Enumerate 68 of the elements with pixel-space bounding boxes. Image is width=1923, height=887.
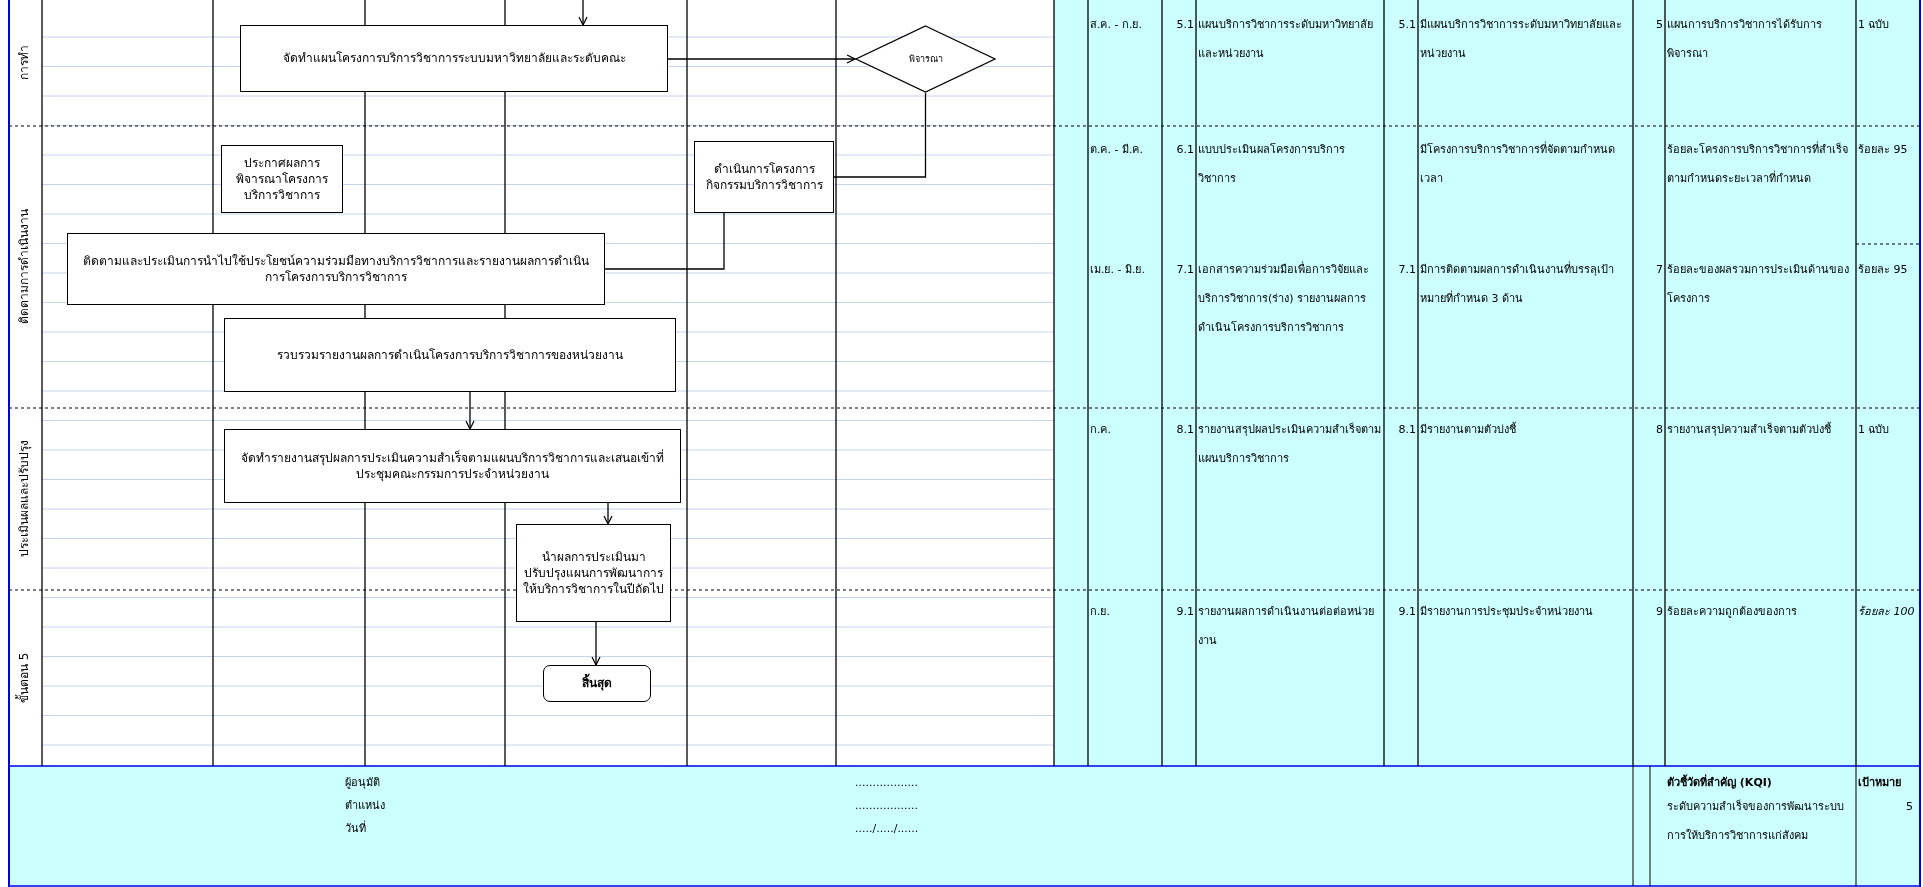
table-cell-text: ต.ค. - มี.ค. bbox=[1090, 142, 1144, 158]
table-cell-text: 5.1 bbox=[1175, 17, 1194, 33]
table-cell-text: 5.1 bbox=[1397, 17, 1416, 33]
table-cell-text: รายงานสรุปความสำเร็จตามตัวบ่งชี้ bbox=[1667, 421, 1832, 438]
process-box: ติดตามและประเมินการนำไปใช้ประโยชน์ความร่วมมือทางบริการวิชาการและรายงานผลการดำเนินการโครงการบริการวิชาการ bbox=[67, 233, 605, 305]
fill-in-line: ...../...../...... bbox=[855, 821, 920, 837]
table-cell-text: ระดับความสำเร็จของการพัฒนาระบบการให้บริการวิชาการแก่สังคม bbox=[1667, 798, 1845, 844]
table-cell-text: 9.1 bbox=[1397, 604, 1416, 620]
table-cell-text: มีการติดตามผลการดำเนินงานที่บรรลุเป้าหมายที่กำหนด 3 ด้าน bbox=[1420, 260, 1615, 307]
table-cell-text: 6.1 bbox=[1175, 142, 1194, 158]
fill-in-line: .................. bbox=[855, 798, 919, 814]
table-cell-text: 1 ฉบับ bbox=[1858, 17, 1891, 33]
process-box: จัดทำรายงานสรุปผลการประเมินความสำเร็จตามแผนบริการวิชาการและเสนอเข้าที่ประชุมคณะกรรมการประจำหน่วยงาน bbox=[224, 429, 681, 503]
table-cell-text: 8.1 bbox=[1397, 422, 1416, 438]
table-cell-text: 1 ฉบับ bbox=[1858, 422, 1891, 438]
table-cell-text: แผนบริการวิชาการระดับมหาวิทยาลัยและหน่วยงาน bbox=[1198, 17, 1374, 62]
table-cell-text: ร้อยละของผลรวมการประเมินด้านของโครงการ bbox=[1667, 262, 1850, 307]
process-box: ดำเนินการโครงการกิจกรรมบริการวิชาการ bbox=[694, 141, 834, 213]
table-cell-text: 8.1 bbox=[1175, 422, 1194, 438]
table-cell-text: 8 bbox=[1655, 422, 1663, 438]
table-cell-text: ก.ย. bbox=[1090, 604, 1111, 620]
table-cell-text: 9.1 bbox=[1175, 604, 1194, 620]
process-box: นำผลการประเมินมาปรับปรุงแผนการพัฒนาการให้บริการวิชาการในปีถัดไป bbox=[516, 524, 671, 622]
arrow bbox=[578, 0, 588, 26]
table-cell-text: 9 bbox=[1655, 604, 1663, 620]
process-box: รวบรวมรายงานผลการดำเนินโครงการบริการวิชาการของหน่วยงาน bbox=[224, 318, 676, 392]
table-cell-text: รายงานผลการดำเนินงานต่อต่อหน่วยงาน bbox=[1198, 604, 1375, 649]
table-cell-text: 5 bbox=[1655, 17, 1663, 33]
lane-label: ประเมินผลและปรับปรุง bbox=[16, 439, 33, 560]
arrow bbox=[591, 621, 601, 666]
table-cell-text: 7.1 bbox=[1397, 262, 1416, 278]
process-box: จัดทำแผนโครงการบริการวิชาการระบบมหาวิทยาลัยและระดับคณะ bbox=[240, 25, 668, 92]
table-cell-text: เม.ย. - มิ.ย. bbox=[1090, 262, 1146, 278]
table-cell-text: เอกสารความร่วมมือเพื่อการวิจัยและบริการวิชาการ(ร่าง) รายงานผลการดำเนินโครงการบริการวิชาการ bbox=[1198, 260, 1370, 336]
table-cell-text: ร้อยละความถูกต้องของการ bbox=[1667, 604, 1798, 620]
lane-label: ติดตามการดำเนินงาน bbox=[16, 208, 32, 327]
arrow bbox=[465, 391, 475, 430]
table-cell-text: ส.ค. - ก.ย. bbox=[1090, 17, 1143, 33]
fill-in-line: .................. bbox=[855, 775, 919, 791]
connector-line bbox=[833, 92, 927, 178]
table-cell-text: 7.1 bbox=[1175, 262, 1194, 278]
table-cell-text: แบบประเมินผลโครงการบริการวิชาการ bbox=[1198, 142, 1346, 187]
arrow bbox=[667, 54, 856, 64]
table-cell-text: รายงานสรุปผลประเมินความสำเร็จตามแผนบริการวิชาการ bbox=[1198, 421, 1382, 467]
column-heading: เป้าหมาย bbox=[1858, 775, 1902, 791]
table-cell-text: มีโครงการบริการวิชาการที่จัดตามกำหนดเวลา bbox=[1420, 140, 1616, 187]
table-cell-text: ก.ค. bbox=[1090, 422, 1112, 438]
connector-line bbox=[604, 212, 725, 270]
table-cell-text: ร้อยละ 95 bbox=[1858, 142, 1909, 158]
signature-label: ตำแหน่ง bbox=[345, 798, 386, 814]
signature-label: ผู้อนุมัติ bbox=[345, 775, 381, 791]
table-cell-text: แผนการบริการวิชาการได้รับการพิจารณา bbox=[1667, 17, 1823, 62]
column-heading: ตัวชี้วัดที่สำคัญ (KQI) bbox=[1667, 773, 1773, 791]
table-cell-text: มีรายงานตามตัวบ่งชี้ bbox=[1420, 421, 1517, 438]
table-cell-text: 5 bbox=[1905, 799, 1913, 815]
table-cell-text: ร้อยละ 100 bbox=[1858, 604, 1916, 620]
lane-label: ขั้นตอน 5 bbox=[15, 651, 32, 706]
table-cell-text: ร้อยละโครงการบริการวิชาการที่สำเร็จตามกำหนดระยะเวลาที่กำหนด bbox=[1667, 140, 1849, 187]
table-cell-text: ร้อยละ 95 bbox=[1858, 262, 1909, 278]
arrow bbox=[603, 502, 613, 525]
table-cell-text: มีรายงานการประชุมประจำหน่วยงาน bbox=[1420, 604, 1594, 620]
process-box: ประกาศผลการพิจารณาโครงการบริการวิชาการ bbox=[221, 145, 343, 213]
table-cell-text: มีแผนบริการวิชาการระดับมหาวิทยาลัยและหน่วยงาน bbox=[1420, 17, 1623, 62]
table-cell-text: 7 bbox=[1655, 262, 1663, 278]
signature-label: วันที่ bbox=[345, 819, 367, 837]
end-terminator: สิ้นสุด bbox=[543, 665, 651, 702]
lane-label: การทำ bbox=[16, 44, 32, 83]
decision-diamond: พิจารณา bbox=[855, 25, 996, 93]
